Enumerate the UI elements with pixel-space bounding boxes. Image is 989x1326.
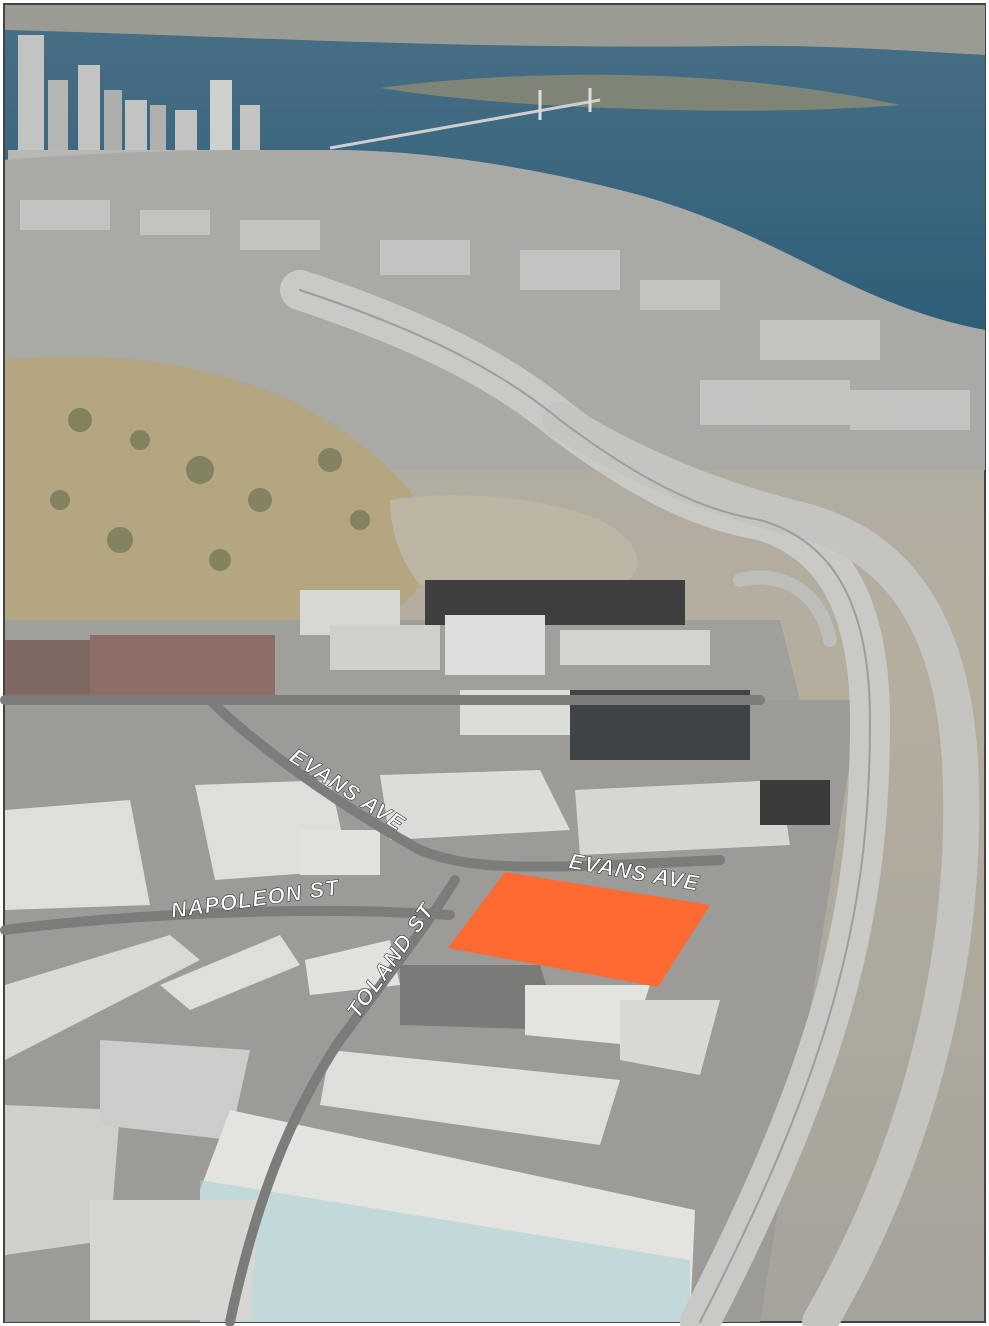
island — [380, 74, 900, 111]
bay-bridge — [329, 98, 601, 150]
street-network — [0, 695, 765, 1326]
site-highlight — [448, 872, 710, 987]
east-bay-hills — [5, 5, 985, 55]
freeway — [280, 270, 980, 1326]
quarry — [390, 495, 638, 585]
hillside-park — [5, 356, 433, 620]
